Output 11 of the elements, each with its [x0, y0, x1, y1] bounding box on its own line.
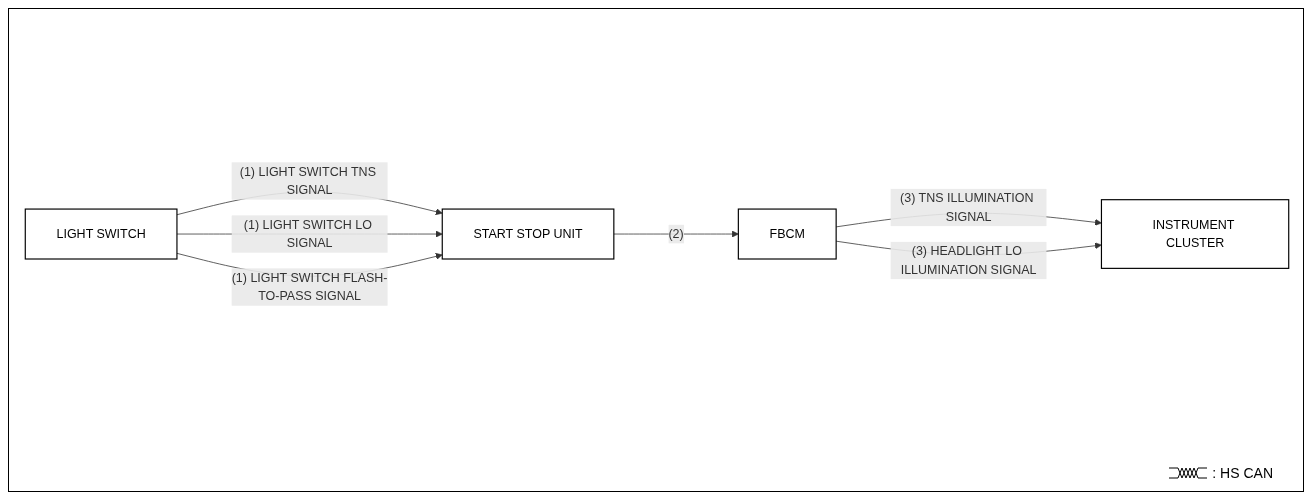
edge-label: (1) LIGHT SWITCH LO SIGNAL — [243, 217, 372, 250]
node-box: LIGHT SWITCH — [24, 208, 178, 260]
edge-label: (1) LIGHT SWITCH FLASH-TO-PASS SIGNAL — [231, 270, 388, 303]
edge-label: (3) HEADLIGHT LO ILLUMINATION SIGNAL — [900, 244, 1037, 277]
node-box: INSTRUMENT CLUSTER — [1100, 199, 1290, 269]
legend-text: : HS CAN — [1212, 465, 1273, 481]
edge-label: (2) — [668, 226, 684, 241]
edge-label: (1) LIGHT SWITCH TNS SIGNAL — [239, 164, 376, 197]
edge-label: (3) TNS ILLUMINATION SIGNAL — [900, 191, 1034, 224]
node-box: FBCM — [737, 208, 837, 260]
node-box: START STOP UNIT — [441, 208, 615, 260]
